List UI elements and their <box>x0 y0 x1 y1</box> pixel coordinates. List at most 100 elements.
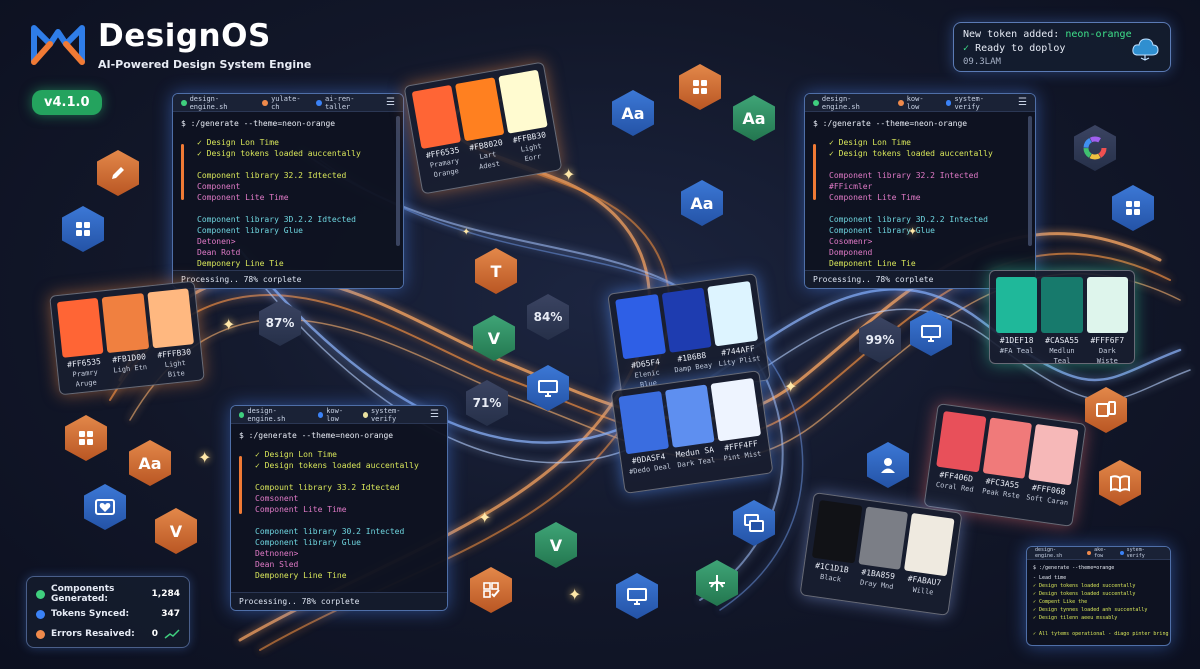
color-chip[interactable] <box>982 417 1033 479</box>
checklist-badge[interactable] <box>470 567 512 613</box>
grid-badge[interactable] <box>62 206 104 252</box>
notification-toast[interactable]: New token added: neon-orange ✓ Ready to … <box>953 22 1171 72</box>
hamburger-menu-icon[interactable]: ☰ <box>386 96 395 108</box>
scrollbar[interactable] <box>1028 116 1032 246</box>
color-chip[interactable] <box>904 512 955 577</box>
terminal-tab[interactable]: yulate-ch <box>262 95 306 111</box>
pen-tool-badge[interactable] <box>696 560 738 606</box>
sparkle-icon: ✦ <box>562 165 576 184</box>
terminal-tab-bar: design-engine.sh kow-low system-verify ☰ <box>805 94 1035 112</box>
heart-icon <box>95 499 115 515</box>
terminal-line: Component <box>197 182 241 191</box>
color-chip[interactable] <box>101 293 149 354</box>
hamburger-menu-icon[interactable]: ☰ <box>1018 96 1027 108</box>
notification-token: neon-orange <box>1065 29 1132 40</box>
terminal-tab[interactable]: design-engine.sh <box>181 95 252 111</box>
color-chips <box>56 288 194 358</box>
color-chip[interactable] <box>615 293 666 360</box>
typography-badge[interactable]: Aa <box>681 180 723 226</box>
version-badge[interactable]: v4.1.0 <box>32 90 102 115</box>
terminal-tab[interactable]: sytem-verify <box>1119 547 1162 559</box>
status-dot <box>813 99 819 106</box>
terminal-prompt: $ :/generate --theme=neon-orange <box>181 119 336 128</box>
terminal-tab[interactable]: system-verify <box>945 95 1008 111</box>
terminal-status: Processing.. 78% corplete <box>231 592 447 610</box>
terminal-tab[interactable]: design-engine.sh <box>813 95 888 111</box>
color-wheel-badge[interactable] <box>1074 125 1116 171</box>
grid-badge[interactable] <box>1112 185 1154 231</box>
color-chip[interactable] <box>858 506 909 570</box>
terminal-tab[interactable]: kow-low <box>897 94 936 111</box>
color-chip[interactable] <box>498 69 548 134</box>
terminal-status: Processing.. 78% corplete <box>805 270 1035 288</box>
scrollbar[interactable] <box>396 116 400 246</box>
color-chip[interactable] <box>661 287 712 353</box>
terminal-window-left[interactable]: design-engine.sh yulate-ch ai-ren-taller… <box>172 93 404 289</box>
terminal-tab-label: kow-low <box>906 94 924 111</box>
terminal-output: ✓ Design Lon Time✓ Design tokens loaded … <box>239 449 439 581</box>
vector-badge[interactable]: V <box>155 508 197 554</box>
color-chip[interactable] <box>411 84 462 149</box>
terminal-tab[interactable]: design-engine.sh <box>1035 547 1082 559</box>
terminal-prompt: $ :/generate --theme=neon-orange <box>813 119 968 128</box>
color-chip[interactable] <box>710 377 762 442</box>
terminal-tab[interactable]: kow-low <box>317 407 353 423</box>
status-dot <box>945 99 952 106</box>
color-chip[interactable] <box>1086 277 1128 333</box>
color-chip[interactable] <box>1041 277 1083 333</box>
stat-value: 1,284 <box>151 589 180 599</box>
terminal-line: Component library Glue <box>197 226 303 235</box>
color-chip[interactable] <box>147 288 194 349</box>
terminal-window-right[interactable]: design-engine.sh kow-low system-verify ☰… <box>804 93 1036 289</box>
color-chip[interactable] <box>996 277 1038 333</box>
terminal-line: ✓ Design tilenn aeeu mssably <box>1033 615 1118 621</box>
stat-row: Tokens Synced: 347 <box>36 604 180 624</box>
terminal-line <box>829 203 1027 214</box>
color-chip[interactable] <box>618 390 669 455</box>
pen-tool-icon <box>709 575 725 591</box>
progress-value: 87% <box>265 316 295 330</box>
monitor-icon <box>627 588 647 605</box>
hamburger-menu-icon[interactable]: ☰ <box>430 408 439 420</box>
color-chips <box>996 277 1128 333</box>
terminal-tab[interactable]: ai-ren-taller <box>316 95 376 111</box>
status-dot <box>897 99 904 106</box>
color-chip[interactable] <box>56 297 104 358</box>
terminal-line: ✓ Design Lon Time <box>829 138 911 147</box>
color-chip[interactable] <box>811 499 863 564</box>
terminal-tab[interactable]: system-verify <box>362 407 420 423</box>
color-chip[interactable] <box>707 280 759 347</box>
monitor-badge[interactable] <box>616 573 658 619</box>
terminal-line: ✓ Design tokens loaded auccentally <box>197 149 361 158</box>
terminal-window-center[interactable]: design-engine.sh kow-low system-verify ☰… <box>230 405 448 611</box>
terminal-window-small[interactable]: design-engine.sh ake-fow sytem-verify $ … <box>1026 546 1171 646</box>
color-chip[interactable] <box>664 384 715 448</box>
vector-badge[interactable]: V <box>535 522 577 568</box>
color-chip[interactable] <box>1028 423 1079 486</box>
vector-icon: V <box>549 535 563 555</box>
status-dot <box>36 589 45 599</box>
terminal-line: Domponend <box>829 248 873 257</box>
monitor-icon <box>538 380 558 397</box>
terminal-line: Detonen> <box>197 237 236 246</box>
progress-value: 71% <box>472 396 502 410</box>
pencil-badge[interactable] <box>97 150 139 196</box>
terminal-line: Component library Glue <box>255 538 361 547</box>
stat-value: 0 <box>151 629 158 639</box>
terminal-tab[interactable]: ake-fow <box>1087 547 1115 559</box>
terminal-tab[interactable]: design-engine.sh <box>239 407 308 423</box>
terminal-line <box>829 159 1027 170</box>
color-chip[interactable] <box>936 410 987 473</box>
color-chip[interactable] <box>454 77 505 142</box>
terminal-line: Component library 30.2 Intected <box>255 527 405 536</box>
